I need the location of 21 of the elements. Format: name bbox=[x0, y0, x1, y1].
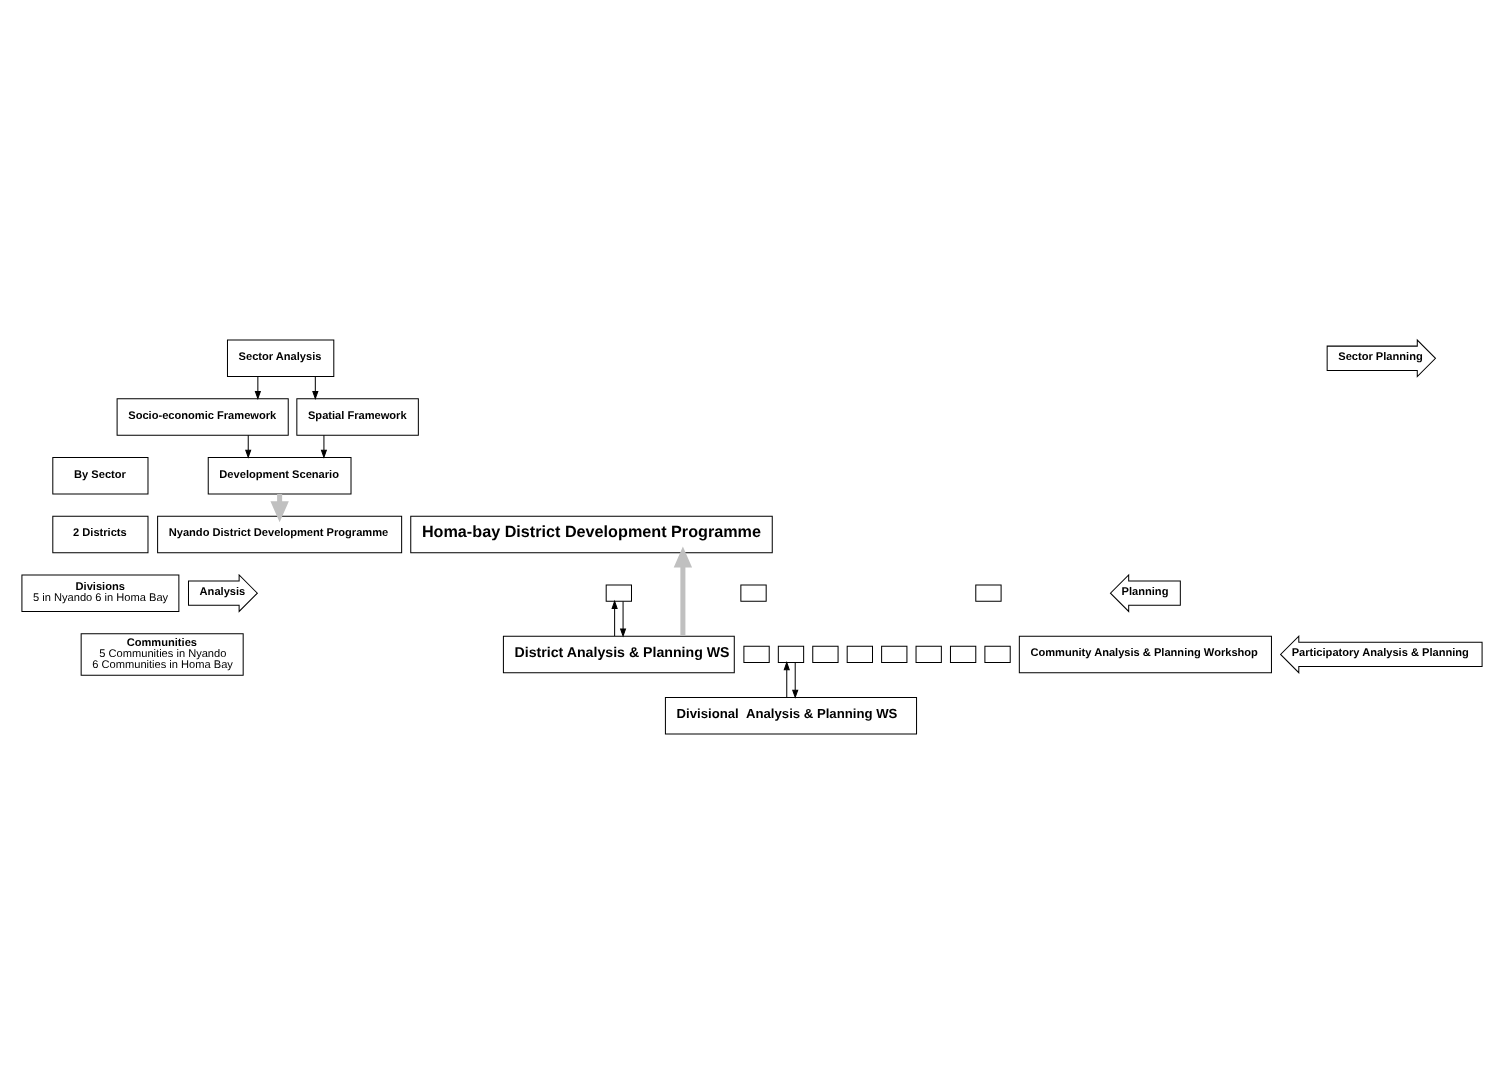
node-box bbox=[743, 644, 770, 663]
arrow bbox=[245, 433, 252, 458]
node-box bbox=[740, 583, 767, 601]
node-box bbox=[881, 644, 908, 663]
node-box bbox=[975, 583, 1002, 601]
arrow bbox=[792, 661, 799, 698]
node-box bbox=[949, 644, 977, 663]
node-box bbox=[846, 644, 873, 663]
node-box bbox=[915, 644, 942, 663]
arrow bbox=[312, 375, 319, 400]
node-box bbox=[984, 644, 1011, 663]
arrow bbox=[320, 433, 328, 458]
node-box bbox=[605, 583, 632, 601]
node-box: Homa-bay District Development Programme bbox=[410, 514, 773, 553]
arrow bbox=[254, 375, 262, 400]
arrow bbox=[619, 599, 627, 637]
node-box bbox=[812, 644, 839, 663]
node-box bbox=[777, 644, 805, 663]
arrow bbox=[673, 545, 693, 635]
arrow bbox=[783, 660, 790, 697]
arrow bbox=[611, 598, 618, 636]
